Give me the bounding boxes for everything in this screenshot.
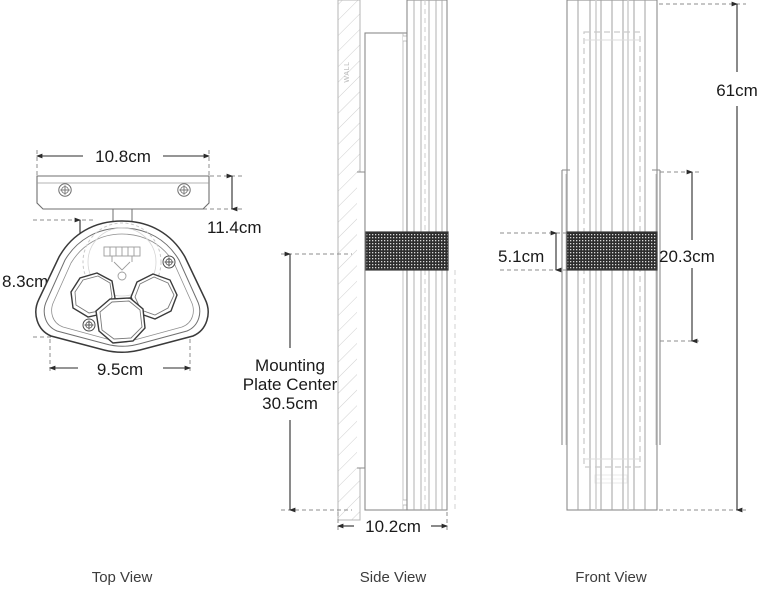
wall-section: WALL (337, 0, 361, 521)
front-view-body-frame (561, 169, 661, 445)
dim-mounting-plate-center: Mounting Plate Center 30.5cm (243, 251, 338, 513)
side-view-label: Side View (360, 569, 427, 586)
body-screw-upper-right (162, 255, 176, 269)
front-view-label: Front View (575, 569, 647, 586)
dim-mpc-line1: Mounting (255, 356, 325, 375)
side-view-group: WALL (243, 0, 456, 586)
dim-top-depth-text: 11.4cm (207, 218, 262, 237)
top-view-group: 10.8cm 11.4cm 8.3cm 9.5cm (2, 147, 262, 586)
front-view-group: 61cm 20.3cm 5.1cm Front View (498, 0, 758, 586)
dim-shade-width-text: 9.5cm (97, 360, 143, 379)
dim-band-height-text: 5.1cm (498, 247, 544, 266)
dim-mpc-line2: Plate Center (243, 375, 338, 394)
top-view-light-cups (70, 272, 178, 344)
side-mounting-plate (357, 171, 366, 469)
side-view-body (364, 32, 425, 511)
plate-screw-right (177, 183, 191, 197)
dim-body-height: 20.3cm (659, 169, 715, 344)
dim-overall-height-text: 61cm (716, 81, 758, 100)
dim-projection: 10.2cm (337, 517, 448, 536)
body-screw-lower-left (82, 318, 96, 332)
dim-band-height: 5.1cm (498, 230, 562, 273)
side-view-witness-lines (281, 253, 448, 532)
dim-top-width: 10.8cm (36, 147, 210, 166)
front-view-mesh-band (566, 231, 658, 271)
dim-overall-height: 61cm (716, 1, 758, 513)
top-view-body-screws (82, 255, 176, 332)
wall-text-label: WALL (344, 61, 351, 82)
light-cup-center (95, 297, 146, 344)
top-view-mounting-plate (36, 175, 210, 210)
dim-mpc-line3: 30.5cm (262, 394, 318, 413)
side-view-mesh-band (365, 231, 449, 271)
dim-shade-width: 9.5cm (49, 360, 191, 379)
dim-top-depth: 11.4cm (207, 173, 262, 237)
dim-top-width-text: 10.8cm (95, 147, 151, 166)
front-view-witness-lines (500, 3, 746, 511)
front-view-lower-detail (594, 474, 628, 484)
dim-projection-text: 10.2cm (365, 517, 421, 536)
plate-screw-left (58, 183, 72, 197)
dim-shade-depth-text: 8.3cm (2, 272, 48, 291)
dim-body-height-text: 20.3cm (659, 247, 715, 266)
top-view-label: Top View (92, 569, 153, 586)
